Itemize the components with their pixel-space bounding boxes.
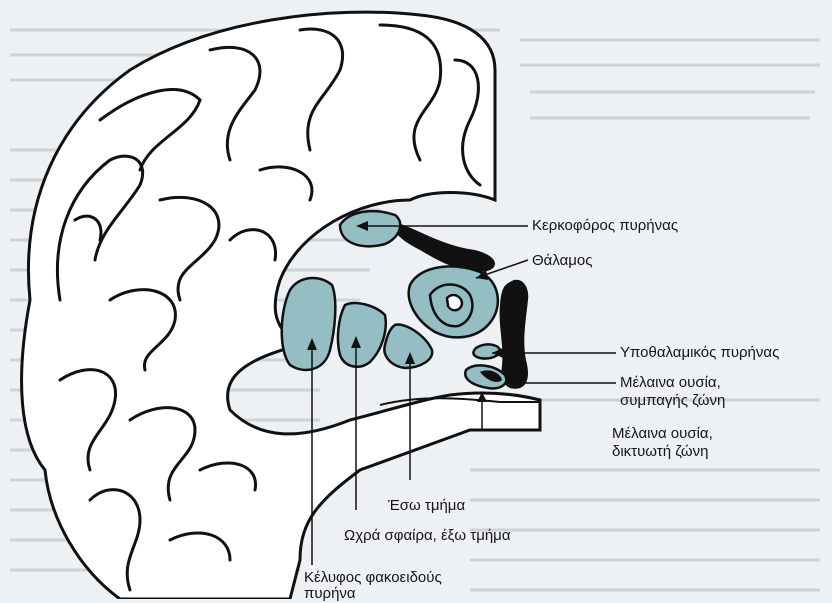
caudate-nucleus	[340, 211, 400, 246]
label-globus-pallidus-internal: Έσω τμήμα	[388, 497, 465, 515]
label-substantia-nigra-reticulata-line2: δικτυωτή ζώνη	[612, 443, 708, 461]
globus-pallidus-external	[338, 303, 386, 367]
thalamus-core	[447, 295, 462, 310]
lateral-ventricle	[394, 222, 495, 272]
label-substantia-nigra-reticulata-line1: Μέλαινα ουσία,	[612, 425, 713, 443]
label-thalamus: Θάλαμος	[532, 252, 593, 270]
label-globus-pallidus-external: Ωχρά σφαίρα, έξω τμήμα	[344, 527, 511, 545]
label-caudate-nucleus: Κερκοφόρος πυρήνας	[532, 217, 678, 235]
putamen	[282, 278, 336, 370]
label-substantia-nigra-compacta-line2: συμπαγής ζώνη	[620, 392, 725, 410]
label-subthalamic-nucleus: Υποθαλαμικός πυρήνας	[620, 344, 779, 362]
label-putamen-line2: πυρήνα	[304, 585, 356, 603]
label-substantia-nigra-compacta-line1: Μέλαινα ουσία,	[620, 374, 721, 392]
